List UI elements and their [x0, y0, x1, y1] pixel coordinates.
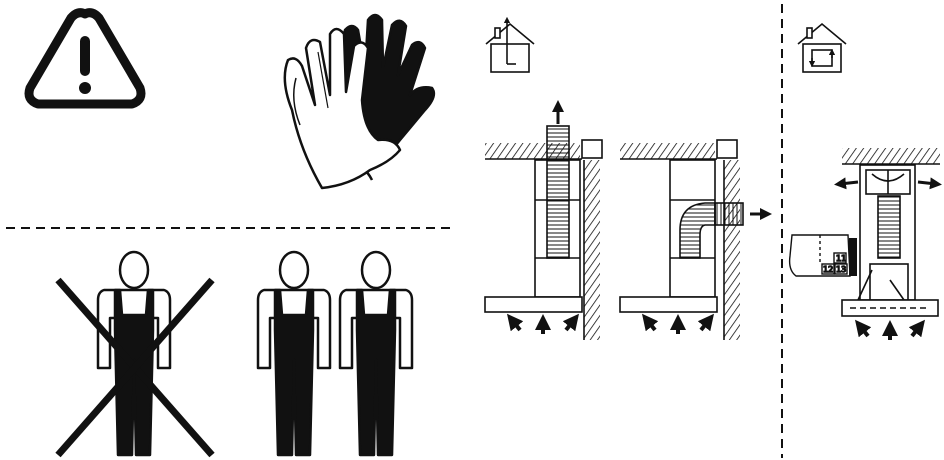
- warning-triangle-icon: [24, 8, 146, 109]
- cross-line-2: [55, 277, 215, 458]
- installer-figure: [96, 250, 172, 457]
- filter-label-11: 11: [836, 254, 846, 263]
- installer-figure-2: [338, 250, 414, 457]
- installer-figure-1: [256, 250, 332, 457]
- house-recirculation-icon: [797, 22, 847, 73]
- filter-label-12: 12: [823, 265, 833, 274]
- filter-detail-inset: 11 12 13: [788, 234, 857, 277]
- protective-gloves-icon: [283, 13, 436, 190]
- two-installers-icon: [256, 250, 414, 457]
- wall: [584, 160, 600, 340]
- ceiling: [620, 143, 715, 159]
- single-installer-crossed-icon: [55, 250, 215, 458]
- wall: [724, 160, 740, 340]
- house-exhaust-outside-icon: [485, 16, 535, 73]
- filter-label-13: 13: [836, 265, 846, 274]
- hood-side-duct-icon: [619, 139, 772, 340]
- hood-recirculation-icon: [834, 148, 942, 340]
- hood-vertical-duct-icon: [484, 100, 603, 340]
- ceiling: [842, 148, 940, 164]
